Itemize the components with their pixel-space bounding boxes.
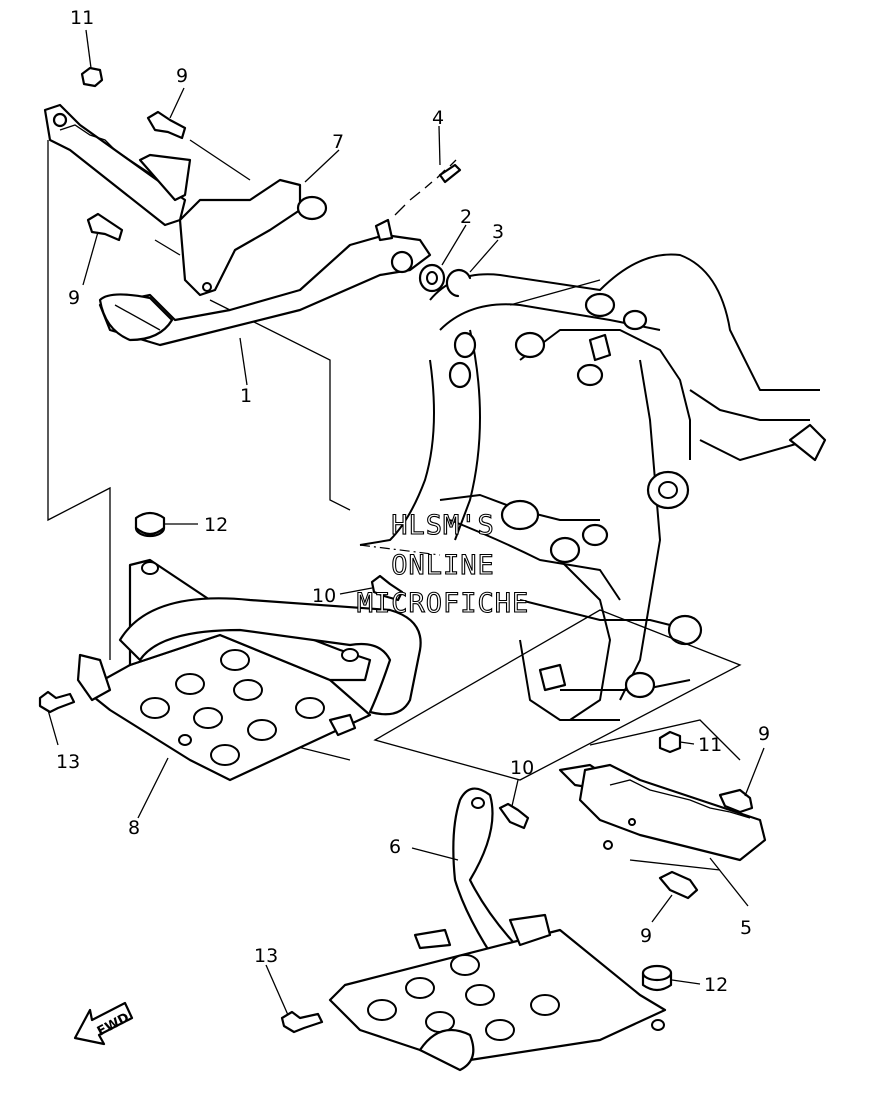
bolt (718, 788, 754, 814)
callout-9: 9 (640, 925, 652, 947)
circlip (445, 268, 472, 298)
damper (134, 511, 166, 575)
callout-11: 11 (70, 7, 94, 29)
callout-13: 13 (56, 751, 80, 773)
footpeg-left (43, 103, 192, 227)
callout-8: 8 (128, 817, 140, 839)
callout-leaders (47, 29, 765, 1016)
bolt (658, 870, 699, 900)
watermark-line-3: MICROFICHE (357, 588, 530, 619)
step-plate-right (328, 787, 667, 1072)
callout-9: 9 (758, 723, 770, 745)
bolt (370, 574, 404, 602)
callout-11: 11 (698, 734, 722, 756)
nut (658, 730, 682, 754)
callout-13: 13 (254, 945, 278, 967)
callout-1: 1 (240, 385, 252, 407)
spring (394, 159, 462, 216)
bolt (86, 212, 124, 242)
watermark-line-1: HLSM'S (391, 510, 495, 541)
footpeg-right (558, 763, 767, 862)
callout-6: 6 (389, 836, 401, 858)
callout-3: 3 (492, 221, 504, 243)
bolt (280, 1010, 324, 1034)
callout-12: 12 (204, 514, 228, 536)
callout-9: 9 (68, 287, 80, 309)
bolt (146, 110, 187, 140)
callout-10: 10 (312, 585, 336, 607)
callout-5: 5 (740, 917, 752, 939)
footrest-bracket (178, 178, 328, 297)
callout-4: 4 (432, 107, 444, 129)
nut (80, 66, 104, 88)
step-plate-left (76, 558, 422, 782)
watermark: HLSM'S ONLINE MICROFICHE (356, 509, 530, 619)
brake-pedal (98, 218, 432, 347)
bolt (38, 690, 76, 714)
watermark-line-2: ONLINE (391, 550, 495, 581)
damper (641, 964, 673, 1031)
callout-2: 2 (460, 206, 472, 228)
callout-12: 12 (704, 974, 728, 996)
callout-10: 10 (510, 757, 534, 779)
motorcycle-frame (359, 253, 827, 721)
fwd-arrow-icon: FWD (73, 1001, 134, 1046)
callout-7: 7 (332, 131, 344, 153)
callout-numbers: 11 9 7 4 2 3 9 1 12 10 13 8 10 6 11 9 5 … (56, 7, 770, 996)
bolt (498, 802, 530, 830)
washer (418, 263, 446, 293)
callout-9: 9 (176, 65, 188, 87)
